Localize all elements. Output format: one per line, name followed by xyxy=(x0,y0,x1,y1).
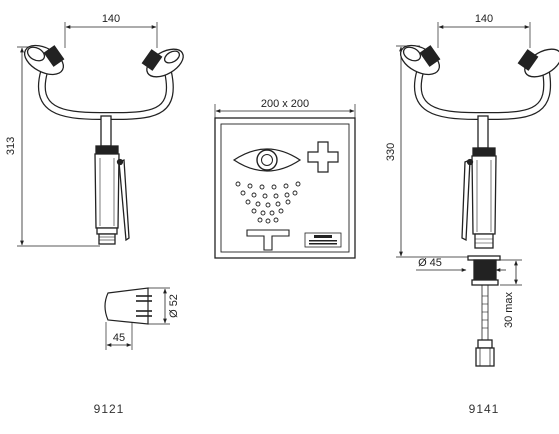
spray-head-left-right-unit xyxy=(399,44,441,76)
dim-nozzle-diameter-label: Ø 52 xyxy=(168,294,180,318)
dim-nozzle-length-label: 45 xyxy=(113,332,125,344)
nozzle-detail xyxy=(104,287,170,350)
model-label-9121: 9121 xyxy=(94,402,125,416)
sign-outer-frame xyxy=(214,117,356,259)
valve-lever xyxy=(118,159,130,242)
spray-head-right xyxy=(141,48,184,78)
sign-inner-frame xyxy=(220,123,350,253)
dim-sign-label: 200 x 200 xyxy=(261,98,309,110)
dim-width-label: 140 xyxy=(102,13,120,25)
eyewash-unit-9141 xyxy=(396,22,559,367)
model-label-9141: 9141 xyxy=(469,402,500,416)
dim-height-right-label: 330 xyxy=(385,143,397,161)
eyewash-unit-9121 xyxy=(17,22,184,247)
dim-height-label: 313 xyxy=(5,137,17,155)
valve-body xyxy=(94,153,120,229)
sign-plate xyxy=(304,232,342,248)
valve-lever-right xyxy=(461,159,471,242)
first-aid-cross-icon xyxy=(307,141,339,173)
stem xyxy=(100,115,112,147)
spray-droplets-icon xyxy=(235,181,301,224)
dim-flange-label: Ø 45 xyxy=(418,257,442,269)
mounting-nut xyxy=(473,259,497,281)
dim-width-right-label: 140 xyxy=(475,13,493,25)
nozzle-body xyxy=(104,287,149,325)
spray-head-left xyxy=(23,44,65,76)
eye-icon xyxy=(232,148,302,172)
spray-head-right-right-unit xyxy=(517,48,559,78)
eyewash-sign xyxy=(214,104,356,259)
hose-fitting xyxy=(477,339,493,349)
dim-thickness-label: 30 max xyxy=(503,291,515,328)
u-arm-inner xyxy=(39,71,173,119)
valve-collar xyxy=(95,145,119,155)
basin-icon xyxy=(246,229,290,251)
